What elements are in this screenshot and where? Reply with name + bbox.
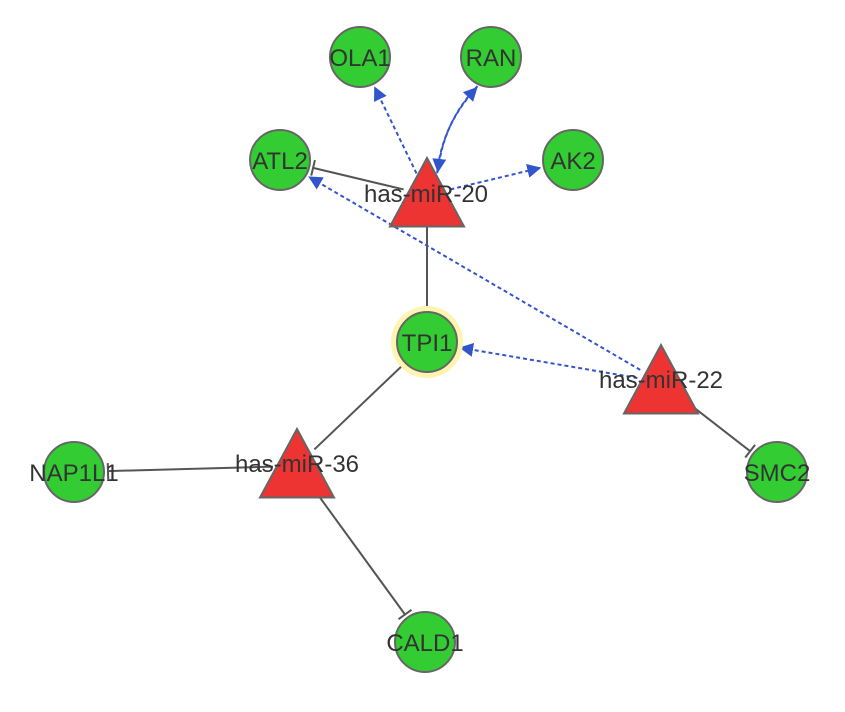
node-ak2[interactable]	[542, 129, 604, 191]
inhibition-edge-line	[107, 465, 274, 473]
node-tpi1[interactable]	[391, 306, 463, 378]
edge-mir22-atl2	[308, 176, 641, 371]
edge-mir36-tpi1	[313, 358, 409, 451]
gene-node-circle[interactable]	[396, 311, 458, 373]
node-cald1[interactable]	[394, 611, 456, 673]
node-mir22[interactable]	[622, 342, 700, 415]
gene-node-circle[interactable]	[394, 611, 456, 673]
activation-edge-line	[373, 86, 418, 174]
nodes-layer	[43, 26, 808, 673]
node-label-ola1: OLA1	[329, 45, 390, 72]
node-label-mir20: has-miR-20	[364, 181, 488, 208]
inhibition-bar	[397, 608, 413, 621]
node-smc2[interactable]	[746, 441, 808, 503]
inhibition-edge-line	[313, 364, 404, 451]
node-label-mir36: has-miR-36	[235, 451, 359, 478]
edge-mir36-nap1l1	[106, 463, 274, 480]
node-ola1[interactable]	[329, 26, 391, 88]
mirna-node-triangle[interactable]	[388, 155, 466, 228]
edge-mir20-atl2	[310, 159, 404, 191]
edge-mir22-tpi1	[459, 342, 638, 379]
node-label-ak2: AK2	[550, 148, 595, 175]
node-label-nap1l1: NAP1L1	[29, 460, 118, 487]
activation-edge-line	[308, 176, 641, 371]
node-label-atl2: ATL2	[252, 148, 308, 175]
gene-node-circle[interactable]	[43, 441, 105, 503]
node-mir36[interactable]	[258, 426, 336, 499]
inhibition-bar	[310, 159, 316, 176]
activation-edge-line	[432, 85, 479, 173]
node-ran[interactable]	[460, 26, 522, 88]
mirna-node-triangle[interactable]	[622, 342, 700, 415]
gene-node-circle[interactable]	[746, 441, 808, 503]
node-nap1l1[interactable]	[43, 441, 105, 503]
gene-node-circle[interactable]	[329, 26, 391, 88]
inhibition-bar	[744, 444, 756, 459]
edge-mir20-ola1	[373, 86, 418, 174]
gene-node-circle[interactable]	[249, 129, 311, 191]
edge-mir20-ak2	[450, 164, 542, 191]
activation-edge-line	[436, 86, 478, 174]
mirna-node-triangle[interactable]	[258, 426, 336, 499]
node-label-ran: RAN	[466, 45, 517, 72]
node-label-mir22: has-miR-22	[599, 367, 723, 394]
activation-edge-line	[450, 164, 542, 191]
inhibition-edge-line	[312, 166, 404, 191]
node-label-smc2: SMC2	[744, 460, 811, 487]
node-label-cald1: CALD1	[386, 630, 463, 657]
gene-node-circle[interactable]	[542, 129, 604, 191]
gene-node-circle[interactable]	[460, 26, 522, 88]
edge-mir20-tpi1	[419, 219, 435, 309]
edge-mir36-cald1	[310, 484, 413, 621]
edge-ran-mir20	[432, 85, 479, 173]
node-mir20[interactable]	[388, 155, 466, 228]
inhibition-edge-line	[310, 484, 406, 616]
edge-mir20-ran	[436, 86, 478, 174]
activation-edge-line	[459, 342, 638, 379]
node-label-tpi1: TPI1	[402, 330, 453, 357]
node-atl2[interactable]	[249, 129, 311, 191]
